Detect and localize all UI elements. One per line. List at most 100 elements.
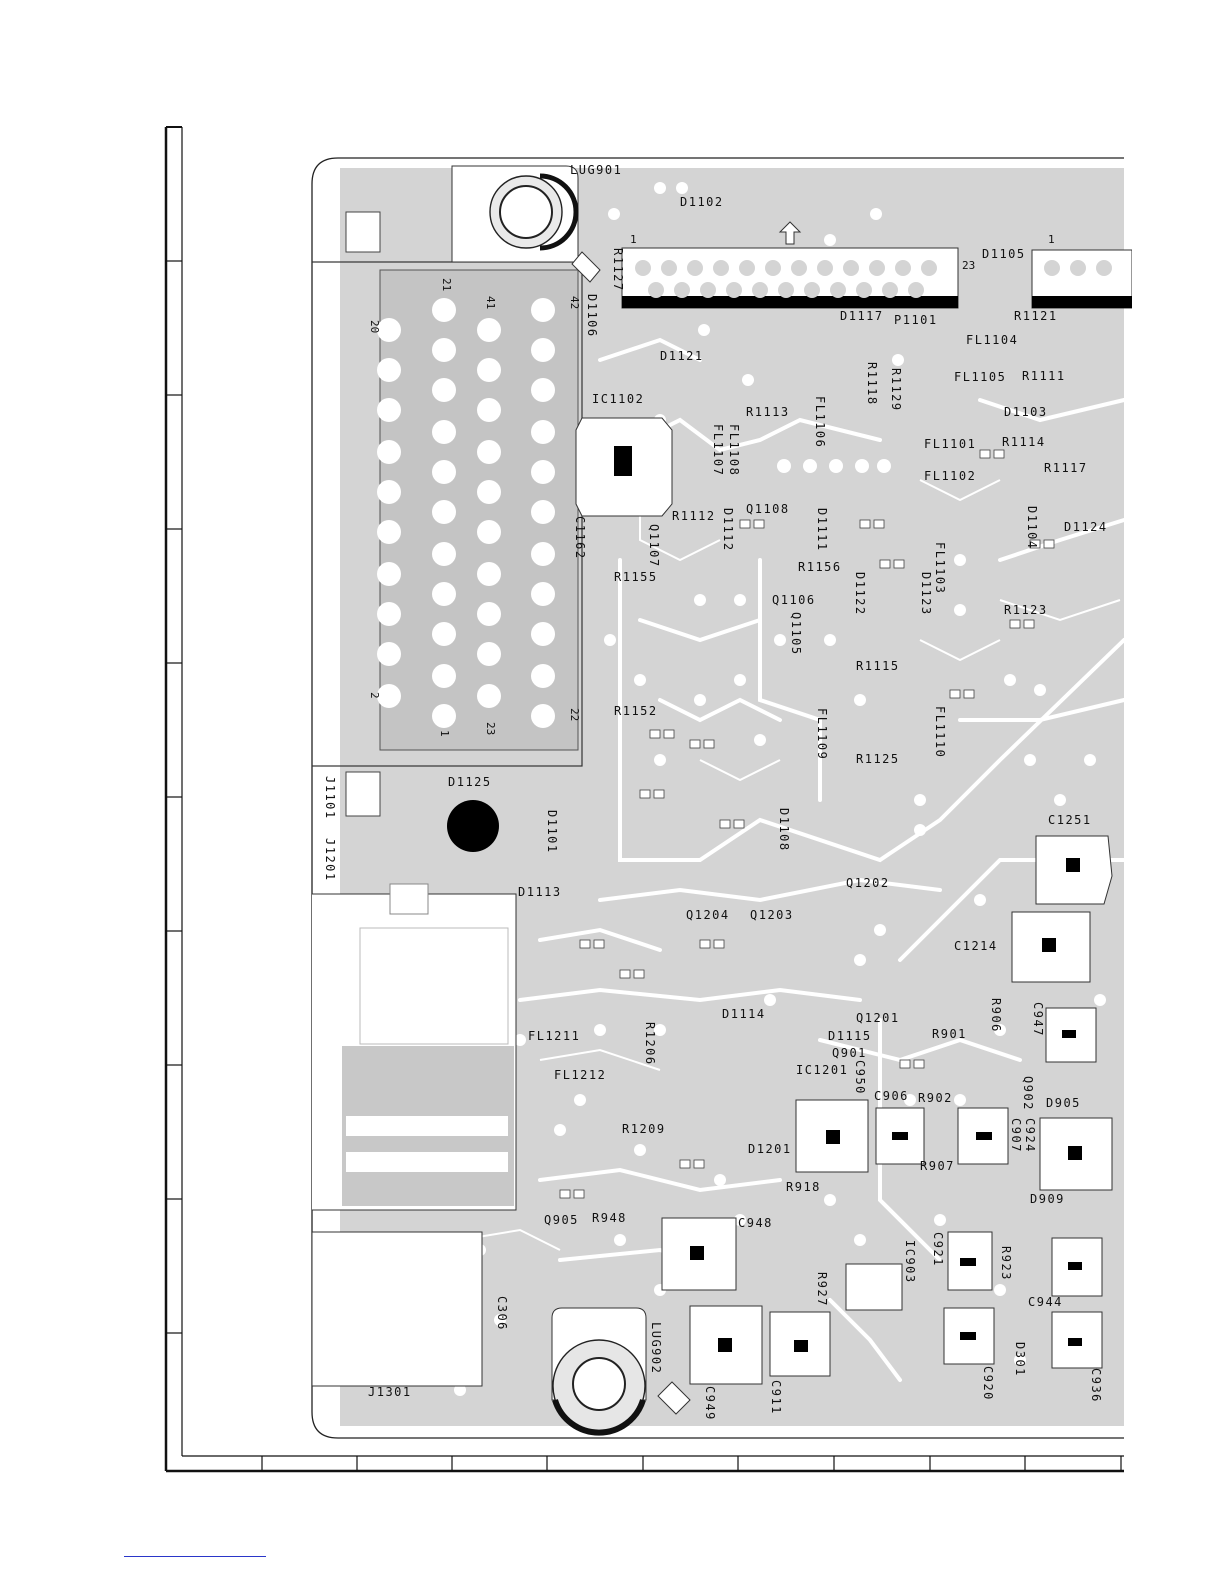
pin-j1101-1: 1	[438, 730, 451, 737]
label-d1121: D1121	[660, 349, 704, 363]
footer-link-underline[interactable]	[124, 1556, 266, 1557]
label-r1129: R1129	[889, 368, 903, 412]
label-c920: C920	[981, 1366, 995, 1401]
label-d1122: D1122	[853, 572, 867, 616]
capacitor-polarity-marks	[690, 858, 1082, 1352]
label-q1204: Q1204	[686, 908, 730, 922]
label-p1101: P1101	[894, 313, 938, 327]
label-fl1105: FL1105	[954, 370, 1007, 384]
label-d1102: D1102	[680, 195, 724, 209]
label-fl1212: FL1212	[554, 1068, 607, 1082]
label-q1108: Q1108	[746, 502, 790, 516]
j1301-jack	[312, 1231, 483, 1387]
label-q1203: Q1203	[750, 908, 794, 922]
ic1102	[575, 417, 673, 517]
label-q1202: Q1202	[846, 876, 890, 890]
label-fl1103: FL1103	[933, 542, 947, 595]
label-c1214: C1214	[954, 939, 998, 953]
label-r1155: R1155	[614, 570, 658, 584]
j1101-scart-connector	[312, 211, 583, 817]
label-fl1211: FL1211	[528, 1029, 581, 1043]
label-c949: C949	[703, 1386, 717, 1421]
label-d1103: D1103	[1004, 405, 1048, 419]
label-lug902: LUG902	[649, 1322, 663, 1375]
label-ic1201: IC1201	[796, 1063, 849, 1077]
label-d1201: D1201	[748, 1142, 792, 1156]
label-fl1106: FL1106	[813, 396, 827, 449]
pin-j1101-22: 22	[568, 708, 581, 722]
label-r948: R948	[592, 1211, 627, 1225]
label-q1106: Q1106	[772, 593, 816, 607]
label-r1113: R1113	[746, 405, 790, 419]
label-r1123: R1123	[1004, 603, 1048, 617]
label-fl1101: FL1101	[924, 437, 977, 451]
label-r907: R907	[920, 1159, 955, 1173]
label-d1125: D1125	[448, 775, 492, 789]
label-q905: Q905	[544, 1213, 579, 1227]
label-c906: C906	[874, 1089, 909, 1103]
label-r906: R906	[989, 998, 1003, 1033]
label-d1117: D1117	[840, 309, 884, 323]
pin-j1101-23: 23	[484, 722, 497, 736]
label-c948: C948	[738, 1216, 773, 1230]
label-c947: C947	[1031, 1002, 1045, 1037]
label-d1115: D1115	[828, 1029, 872, 1043]
label-d1113: D1113	[518, 885, 562, 899]
pad-field	[454, 182, 1106, 1396]
label-c1162: C1162	[573, 516, 587, 560]
label-r1152: R1152	[614, 704, 658, 718]
pin-right-1: 1	[1048, 233, 1055, 246]
label-d1124: D1124	[1064, 520, 1108, 534]
label-j1201: J1201	[323, 838, 337, 882]
pin-j1101-2: 2	[368, 692, 381, 699]
d1125-pad	[447, 800, 499, 852]
label-fl1102: FL1102	[924, 469, 977, 483]
label-d1105: D1105	[982, 247, 1026, 261]
label-r927: R927	[815, 1272, 829, 1307]
label-d1111: D1111	[815, 508, 829, 552]
label-c921: C921	[931, 1232, 945, 1267]
label-d1112: D1112	[721, 508, 735, 552]
label-fl1108: FL1108	[727, 424, 741, 477]
label-q902: Q902	[1021, 1076, 1035, 1111]
label-q1201: Q1201	[856, 1011, 900, 1025]
label-r1114: R1114	[1002, 435, 1046, 449]
label-r918: R918	[786, 1180, 821, 1194]
label-d1123: D1123	[919, 572, 933, 616]
label-r902: R902	[918, 1091, 953, 1105]
label-r1118: R1118	[865, 362, 879, 406]
connector-right-cut	[1031, 249, 1132, 309]
pin-j1101-42: 42	[568, 296, 581, 310]
pin-p1101-1: 1	[630, 233, 637, 246]
label-r1115: R1115	[856, 659, 900, 673]
j1201-rca-jacks	[312, 883, 517, 1211]
label-d1101: D1101	[545, 810, 559, 854]
label-c306: C306	[495, 1296, 509, 1331]
lug901-mount	[451, 165, 601, 283]
label-j1101: J1101	[323, 776, 337, 820]
label-q1107: Q1107	[647, 524, 661, 568]
label-ic1102: IC1102	[592, 392, 645, 406]
label-q1105: Q1105	[789, 612, 803, 656]
label-r1112: R1112	[672, 509, 716, 523]
label-c936: C936	[1089, 1368, 1103, 1403]
label-r1121: R1121	[1014, 309, 1058, 323]
label-d1106: D1106	[585, 294, 599, 338]
label-ic903: IC903	[903, 1240, 917, 1284]
lug902-mount	[551, 1307, 691, 1436]
label-d301: D301	[1013, 1342, 1027, 1377]
label-r1125: R1125	[856, 752, 900, 766]
label-q901: Q901	[832, 1046, 867, 1060]
label-fl1107: FL1107	[711, 424, 725, 477]
label-j1301: J1301	[368, 1385, 412, 1399]
label-c911: C911	[769, 1380, 783, 1415]
label-c944: C944	[1028, 1295, 1063, 1309]
label-lug901: LUG901	[570, 163, 623, 177]
label-fl1110: FL1110	[933, 706, 947, 759]
label-d909: D909	[1030, 1192, 1065, 1206]
label-c907: C907	[1009, 1118, 1023, 1153]
label-d905: D905	[1046, 1096, 1081, 1110]
label-fl1104: FL1104	[966, 333, 1019, 347]
label-c950: C950	[853, 1060, 867, 1095]
